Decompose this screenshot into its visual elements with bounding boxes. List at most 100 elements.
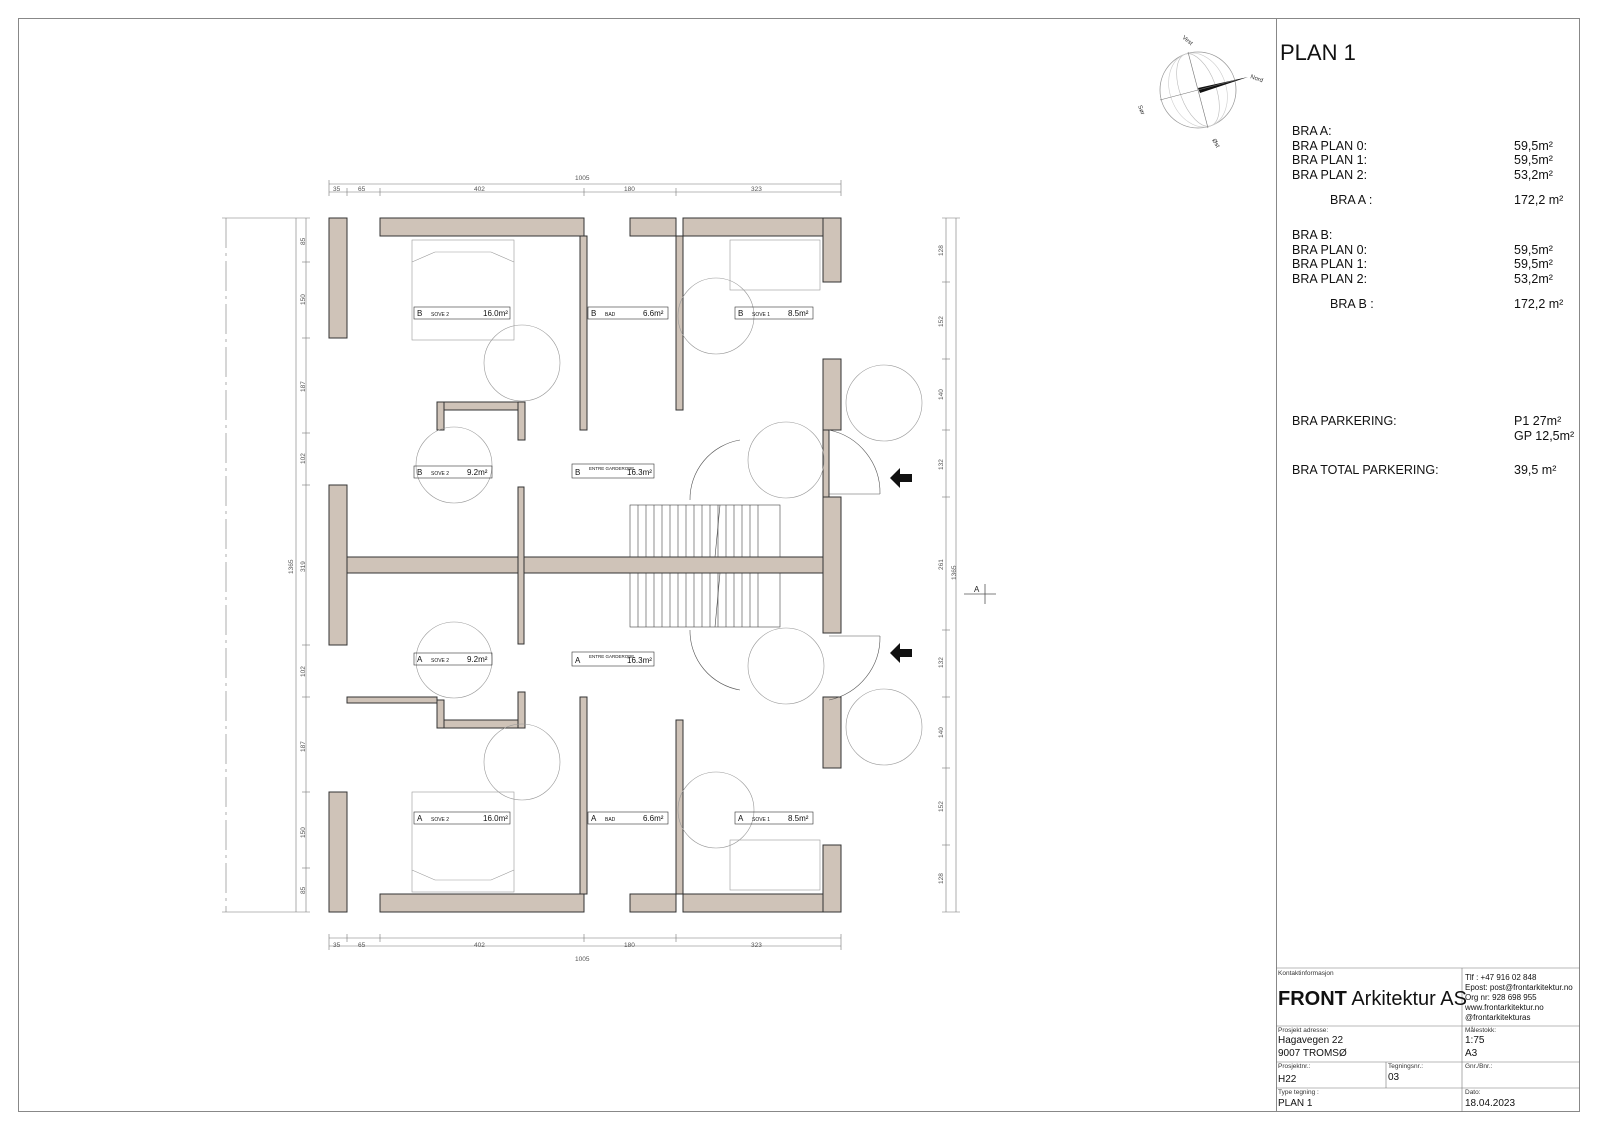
- dim-bottom-segment: 323: [751, 942, 762, 949]
- bra-b-total-value: 172,2 m²: [1514, 297, 1564, 311]
- dim-right-segment: 140: [938, 389, 945, 400]
- room-name: ENTRE GARDEROBE: [589, 654, 634, 659]
- room-label: B SOVE 1 8.5m²: [734, 306, 814, 320]
- company-social: @frontarkitekturas: [1465, 1013, 1531, 1022]
- room-area: 8.5m²: [788, 814, 809, 823]
- section-marker: A: [964, 584, 996, 604]
- company-email: Epost: post@frontarkitektur.no: [1465, 983, 1573, 992]
- dim-right-segment: 128: [938, 873, 945, 884]
- bra-a-row-label: BRA PLAN 2:: [1292, 168, 1368, 182]
- beds: [411, 239, 821, 893]
- bra-b-row-label: BRA PLAN 0:: [1292, 243, 1368, 257]
- compass-west: Vest: [1181, 35, 1194, 47]
- room-label: A SOVE 1 8.5m²: [734, 811, 814, 825]
- title-block-grid: [1276, 967, 1580, 1112]
- room-label: B SOVE 2 16.0m²: [413, 306, 511, 320]
- bra-b-heading: BRA B:: [1292, 228, 1333, 242]
- room-name: SOVE 1: [752, 312, 770, 318]
- bra-b-row-value: 59,5m²: [1514, 257, 1553, 271]
- top-dimension-chain: 1005 35 65 402 180 323: [328, 175, 842, 196]
- room-label: A BAD 6.6m²: [587, 811, 669, 825]
- company-phone: Tlf : +47 916 02 848: [1465, 973, 1537, 982]
- dim-left-segment: 187: [300, 741, 307, 752]
- room-label: B SOVE 2 9.2m²: [413, 465, 493, 479]
- room-area: 16.3m²: [627, 656, 652, 665]
- dim-right-total: 1365: [951, 565, 958, 580]
- dim-top-segment: 323: [751, 186, 762, 193]
- room-area: 16.0m²: [483, 814, 508, 823]
- dim-left-segment: 150: [300, 294, 307, 305]
- dim-right-segment: 152: [938, 801, 945, 812]
- bra-a-row-value: 59,5m²: [1514, 139, 1553, 153]
- plan-title: PLAN 1: [1280, 40, 1356, 65]
- project-no-label: Prosjektnr.:: [1278, 1063, 1311, 1070]
- room-name: BAD: [605, 312, 616, 318]
- bra-a-total-value: 172,2 m²: [1514, 193, 1564, 207]
- scale-value: 1:75: [1465, 1035, 1485, 1046]
- bra-a-row-label: BRA PLAN 1:: [1292, 153, 1368, 167]
- dim-left-segment: 187: [300, 381, 307, 392]
- gnr-label: Gnr./Bnr.:: [1465, 1063, 1493, 1070]
- contact-label: Kontaktinformasjon: [1278, 970, 1334, 977]
- exterior-walls: [328, 217, 842, 913]
- room-area: 9.2m²: [467, 468, 488, 477]
- room-name: SOVE 2: [431, 658, 449, 664]
- room-name: BAD: [605, 817, 616, 823]
- parking-label: BRA PARKERING:: [1292, 414, 1397, 428]
- room-unit: A: [575, 656, 581, 665]
- company-name-rest: Arkitektur AS: [1346, 988, 1467, 1010]
- dim-left-segment: 150: [300, 827, 307, 838]
- dim-left-segment: 85: [300, 237, 307, 245]
- room-unit: B: [417, 468, 422, 477]
- dim-left-segment: 102: [300, 666, 307, 677]
- drawing-sheet-border: [18, 18, 1580, 1112]
- scale-label: Målestokk:: [1465, 1027, 1497, 1034]
- dim-left-segment: 85: [300, 886, 307, 894]
- dim-right-segment: 132: [938, 459, 945, 470]
- dim-right-segment: 132: [938, 657, 945, 668]
- bra-b-row-value: 53,2m²: [1514, 272, 1553, 286]
- address-line1: Hagavegen 22: [1278, 1035, 1344, 1046]
- room-unit: A: [417, 814, 423, 823]
- room-area: 8.5m²: [788, 309, 809, 318]
- room-label: A SOVE 2 16.0m²: [413, 811, 511, 825]
- type-label: Type tegning :: [1278, 1089, 1319, 1096]
- parking-value-1: P1 27m²: [1514, 414, 1562, 428]
- drawing-date: 18.04.2023: [1465, 1098, 1516, 1109]
- dim-bottom-segment: 402: [474, 942, 485, 949]
- room-unit: B: [417, 309, 422, 318]
- bra-a-total-label: BRA A :: [1330, 193, 1373, 207]
- compass-north: Nord: [1249, 74, 1263, 84]
- room-name: SOVE 2: [431, 817, 449, 823]
- company-web: www.frontarkitektur.no: [1465, 1003, 1544, 1012]
- room-label: B ENTRE GARDEROBE 16.3m²: [571, 463, 655, 479]
- entrance-arrow-icon: [890, 643, 912, 663]
- dim-bottom-segment: 180: [624, 942, 635, 949]
- drawing-no: 03: [1388, 1072, 1400, 1083]
- room-name: SOVE 2: [431, 471, 449, 477]
- entrance-arrow-icon: [890, 468, 912, 488]
- dim-top-segment: 180: [624, 186, 635, 193]
- room-area: 9.2m²: [467, 655, 488, 664]
- compass-south: Sør: [1136, 105, 1145, 116]
- room-unit: A: [738, 814, 744, 823]
- compass-needle-icon: [1198, 77, 1248, 93]
- dim-bottom-segment: 35: [333, 942, 341, 949]
- dim-left-segment: 319: [300, 561, 307, 572]
- company-org: Org nr: 928 698 955: [1465, 993, 1537, 1002]
- dim-right-segment: 140: [938, 727, 945, 738]
- section-marker-label: A: [974, 585, 980, 594]
- room-unit: B: [738, 309, 743, 318]
- bra-a-row-label: BRA PLAN 0:: [1292, 139, 1368, 153]
- drawing-type: PLAN 1: [1278, 1098, 1313, 1109]
- parking-total-label: BRA TOTAL PARKERING:: [1292, 463, 1439, 477]
- bra-a-row-value: 59,5m²: [1514, 153, 1553, 167]
- bra-b-total-label: BRA B :: [1330, 297, 1374, 311]
- date-label: Dato:: [1465, 1089, 1481, 1096]
- compass-east: Øst: [1210, 138, 1220, 149]
- bra-b-row-value: 59,5m²: [1514, 243, 1553, 257]
- dim-bottom-segment: 65: [358, 942, 366, 949]
- room-area: 16.0m²: [483, 309, 508, 318]
- bottom-dimension-chain: 35 65 402 180 323 1005: [328, 934, 842, 963]
